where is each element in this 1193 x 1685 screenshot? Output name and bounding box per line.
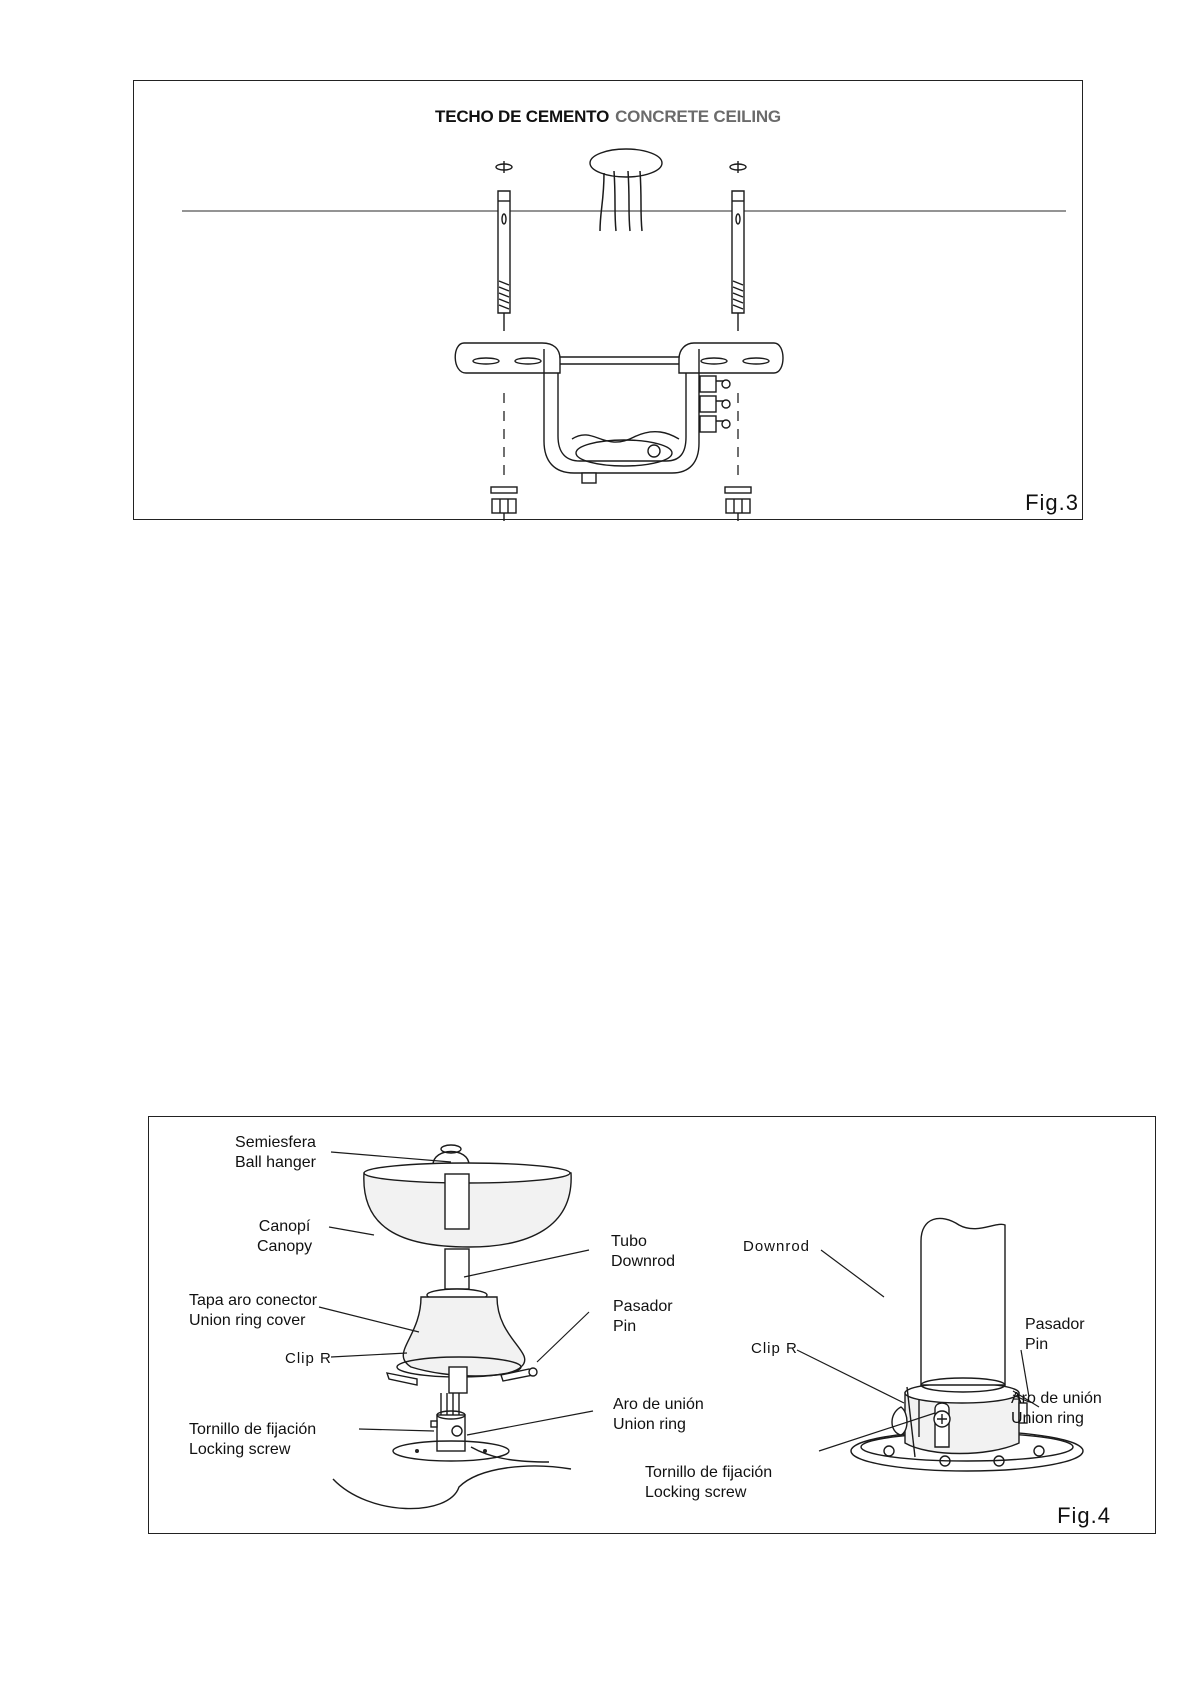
downrod-label-right: Downrod	[743, 1237, 810, 1257]
downrod-right	[921, 1218, 1005, 1385]
ceiling-bracket-drawing	[134, 81, 1084, 521]
locking-screw-label-left: Tornillo de fijación Locking screw	[189, 1420, 316, 1460]
union-ring-label-right: Aro de unión Union ring	[1011, 1389, 1102, 1429]
clip-r-label-left: Clip R	[285, 1349, 332, 1369]
clip-r-right	[892, 1407, 907, 1435]
union-ring-left	[437, 1415, 465, 1451]
union-ring-label-left: Aro de unión Union ring	[613, 1395, 704, 1435]
supply-wires	[600, 171, 642, 231]
pin-label-left: Pasador Pin	[613, 1297, 673, 1337]
canopy-label: Canopí Canopy	[257, 1217, 312, 1257]
figure-3-label: Fig.3	[1025, 490, 1079, 516]
union-ring-cover	[403, 1297, 524, 1376]
downrod-label-left: Tubo Downrod	[611, 1232, 675, 1272]
clip-r-label-right: Clip R	[751, 1339, 798, 1359]
ceiling-hole	[590, 149, 662, 177]
figure-4-label: Fig.4	[1057, 1503, 1111, 1529]
right-anchor-bolt	[725, 161, 751, 521]
figure-4-downrod-assembly: Semiesfera Ball hanger Canopí Canopy Tap…	[148, 1116, 1156, 1534]
left-anchor-bolt	[491, 161, 517, 521]
ball-hanger-label: Semiesfera Ball hanger	[235, 1133, 316, 1173]
downrod-left	[445, 1174, 469, 1229]
union-ring-cover-label: Tapa aro conector Union ring cover	[189, 1291, 317, 1331]
locking-screw-label-right: Tornillo de fijación Locking screw	[645, 1463, 772, 1503]
left-assembly-illustration	[333, 1145, 571, 1509]
pin-label-right: Pasador Pin	[1025, 1315, 1085, 1355]
